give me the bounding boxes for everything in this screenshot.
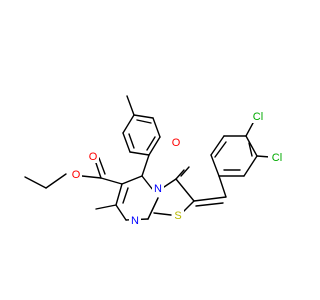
bond (95, 204, 117, 210)
sulfur-label: S (174, 210, 181, 222)
bond (98, 157, 106, 175)
label-background (172, 209, 184, 222)
bond (129, 151, 150, 156)
right-chlorine-label: Cl (272, 152, 282, 164)
bond (193, 196, 227, 202)
atom-label-layer: O O O N N S Cl Cl (70, 110, 286, 228)
label-background (129, 215, 141, 228)
bond (218, 175, 227, 198)
label-background (170, 137, 182, 150)
bond (152, 117, 161, 138)
bond (148, 136, 161, 156)
bond (147, 197, 159, 220)
label-background (249, 110, 267, 123)
ring-nitrogen-label: N (131, 215, 139, 227)
bond (153, 212, 172, 216)
bond (121, 175, 143, 185)
ester-carbonyl-oxygen-label: O (89, 151, 98, 163)
bond (248, 142, 253, 157)
bond (245, 122, 254, 137)
bond (115, 204, 127, 221)
bond (133, 114, 154, 119)
bond (122, 132, 131, 153)
label-background (268, 151, 286, 164)
bond (210, 135, 225, 156)
bond (45, 173, 67, 189)
bond (141, 154, 150, 177)
bond (136, 119, 152, 124)
molecule-structure: O O O N N S Cl Cl (24, 95, 286, 228)
bond (146, 136, 156, 151)
bond (210, 154, 220, 177)
bond (195, 202, 224, 207)
bond (100, 177, 123, 185)
bond (245, 135, 258, 157)
ring-carbonyl-oxygen-label: O (172, 137, 181, 149)
upper-chlorine-label: Cl (253, 111, 263, 123)
bond (122, 114, 135, 134)
bond (214, 141, 227, 158)
bond (180, 166, 190, 177)
bond (141, 175, 154, 191)
bond (122, 187, 129, 204)
bond (128, 133, 135, 149)
ester-ether-oxygen-label: O (72, 169, 81, 181)
bond-layer (24, 95, 271, 221)
label-background (152, 183, 164, 196)
label-background (70, 168, 82, 181)
bond (175, 169, 185, 180)
bond (115, 183, 123, 206)
bond (243, 155, 258, 177)
bond (81, 175, 102, 179)
bond (126, 95, 135, 116)
bond (256, 155, 271, 158)
bridge-nitrogen-label: N (154, 183, 162, 195)
label-background (87, 150, 99, 163)
bond (24, 176, 47, 189)
bond (175, 178, 195, 202)
